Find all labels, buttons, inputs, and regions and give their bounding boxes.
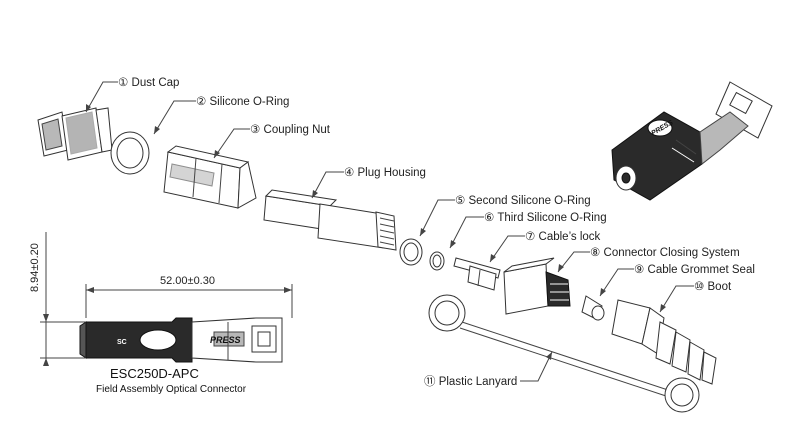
- height-dimension: [40, 232, 86, 366]
- callout-labels: ① Dust Cap ② Silicone O-Ring ③ Coupling …: [118, 77, 755, 388]
- callout-3-label: ③ Coupling Nut: [250, 124, 331, 136]
- svg-text:SC: SC: [117, 339, 127, 346]
- callout-1-label: ① Dust Cap: [118, 77, 179, 89]
- cable-lock-drawing: [453, 257, 501, 291]
- cable-grommet-seal-drawing: [581, 295, 605, 321]
- height-dimension-label: 8.94±0.20: [29, 243, 41, 292]
- connector-closing-system-drawing: [503, 257, 571, 315]
- assembled-connector-side-view-drawing: SC: [79, 317, 283, 363]
- dust-cap-drawing: [37, 107, 113, 161]
- callout-8-label: ⑧ Connector Closing System: [590, 247, 740, 259]
- callout-9-label: ⑨ Cable Grommet Seal: [634, 264, 755, 276]
- callout-6-label: ⑥ Third Silicone O-Ring: [484, 212, 607, 224]
- callout-leader-lines: [85, 81, 694, 382]
- callout-4-label: ④ Plug Housing: [344, 167, 426, 179]
- model-title: ESC250D-APC: [110, 366, 199, 381]
- second-o-ring-drawing: [399, 238, 423, 266]
- assembled-connector-3d-drawing: [611, 81, 773, 201]
- plug-housing-drawing: [263, 189, 397, 251]
- callout-11-label: ⑪ Plastic Lanyard: [424, 375, 517, 388]
- third-o-ring-drawing: [429, 251, 445, 271]
- coupling-nut-drawing: [163, 145, 257, 209]
- callout-2-label: ② Silicone O-Ring: [196, 96, 289, 108]
- silicone-o-ring-drawing: [110, 131, 150, 175]
- length-dimension-label: 52.00±0.30: [160, 275, 215, 287]
- callout-7-label: ⑦ Cable’s lock: [525, 231, 601, 243]
- callout-10-label: ⑩ Boot: [694, 281, 732, 293]
- model-subtitle: Field Assembly Optical Connector: [96, 384, 247, 395]
- plastic-lanyard-drawing: [428, 294, 700, 413]
- side-view-press-label: PRESS: [210, 335, 241, 345]
- boot-drawing: [611, 299, 717, 385]
- callout-5-label: ⑤ Second Silicone O-Ring: [455, 195, 591, 207]
- length-dimension: [85, 284, 293, 318]
